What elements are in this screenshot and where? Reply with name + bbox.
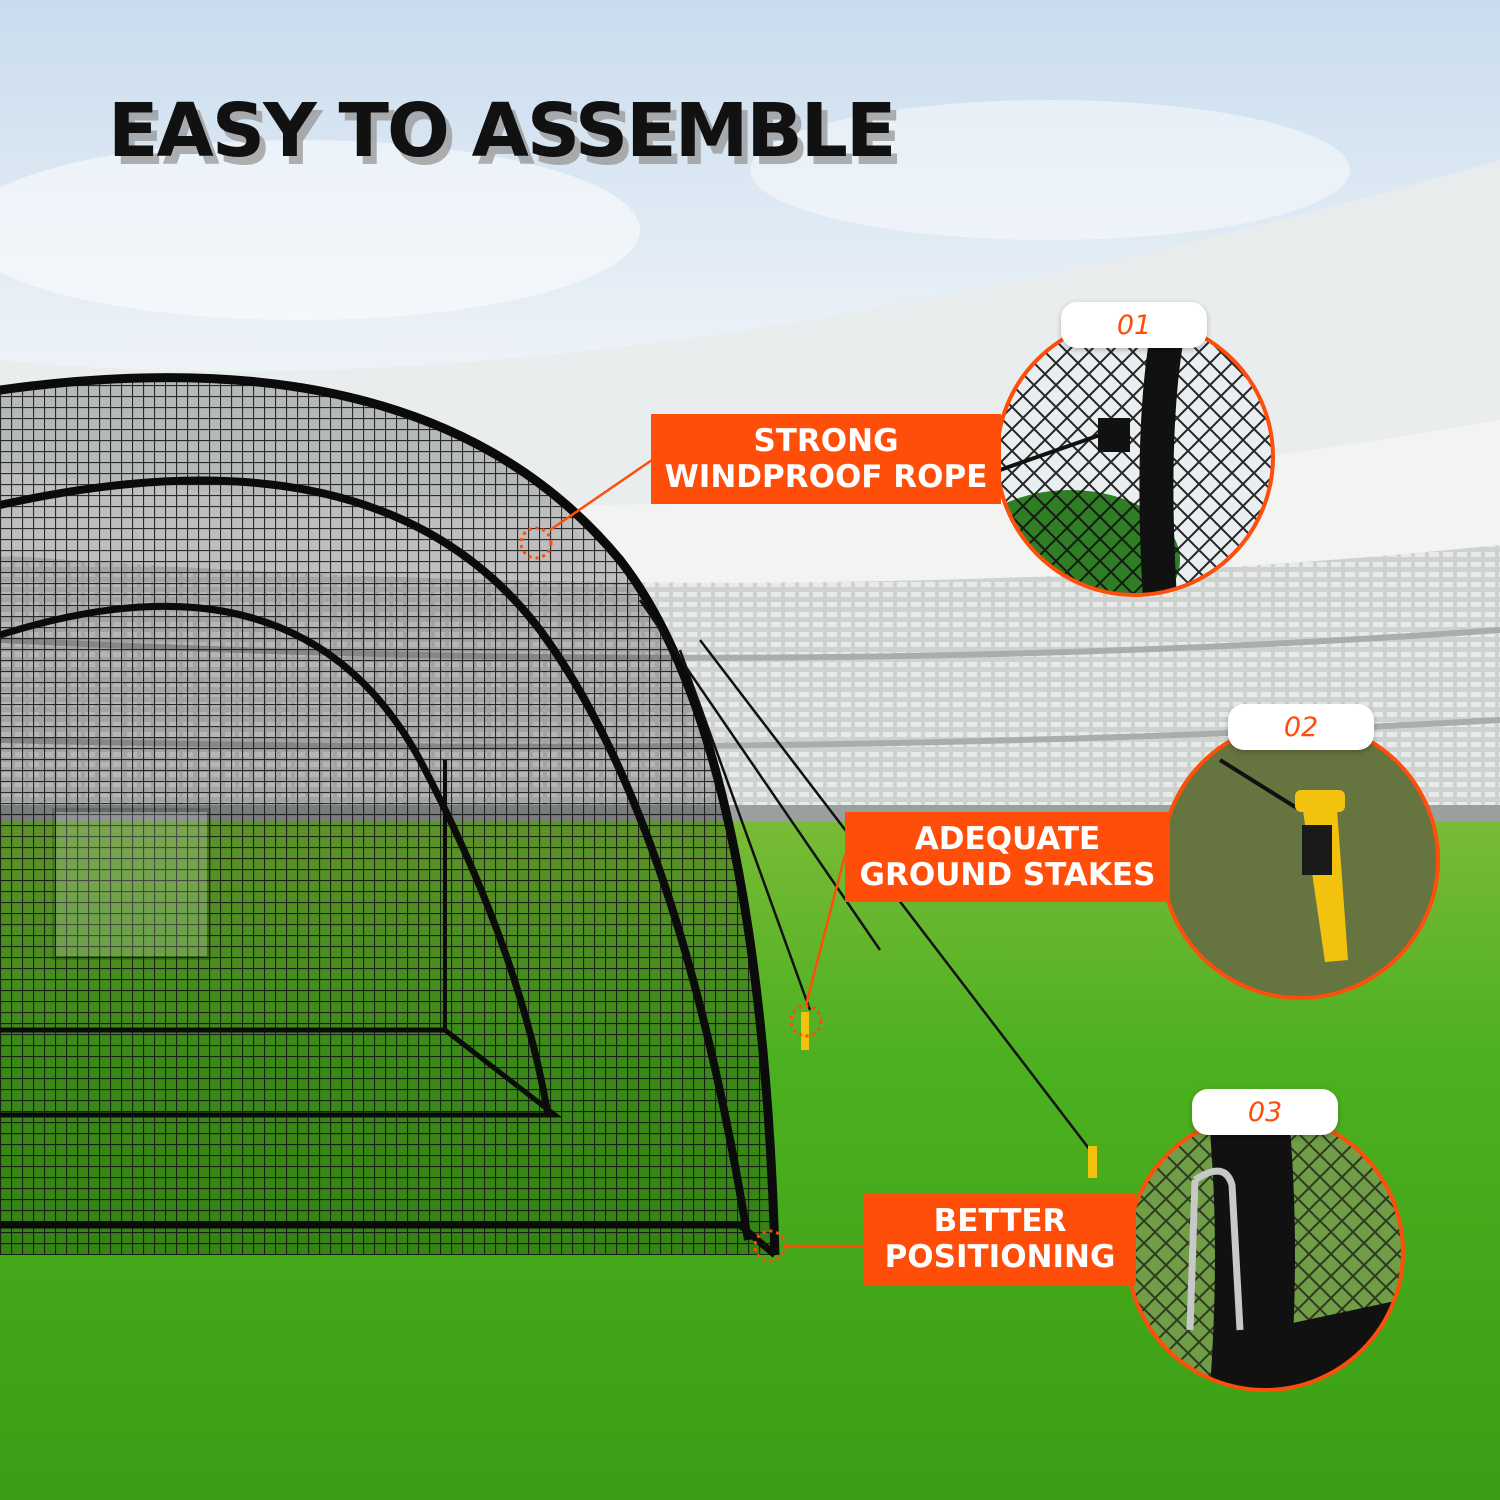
feature-label-windproof-rope: STRONG WINDPROOF ROPE: [651, 414, 1001, 504]
closeup-photo-stake: [1160, 720, 1440, 1000]
feature-label-line2: GROUND STAKES: [859, 857, 1156, 893]
batting-cage-net: [0, 373, 1097, 1258]
feature-number-02: 02: [1228, 704, 1374, 750]
headline: EASY TO ASSEMBLE: [108, 88, 896, 174]
closeup-photo-rope: [995, 317, 1275, 597]
feature-label-line1: STRONG: [753, 423, 899, 459]
feature-number-01: 01: [1061, 302, 1207, 348]
closeup-photo-pin: [1125, 1112, 1405, 1392]
feature-label-positioning: BETTER POSITIONING: [864, 1193, 1136, 1285]
feature-label-ground-stakes: ADEQUATE GROUND STAKES: [845, 812, 1170, 902]
feature-label-line2: POSITIONING: [884, 1239, 1116, 1275]
feature-number-03: 03: [1192, 1089, 1338, 1135]
feature-label-line1: BETTER: [933, 1203, 1067, 1239]
feature-label-line2: WINDPROOF ROPE: [664, 459, 988, 495]
feature-label-line1: ADEQUATE: [914, 821, 1101, 857]
